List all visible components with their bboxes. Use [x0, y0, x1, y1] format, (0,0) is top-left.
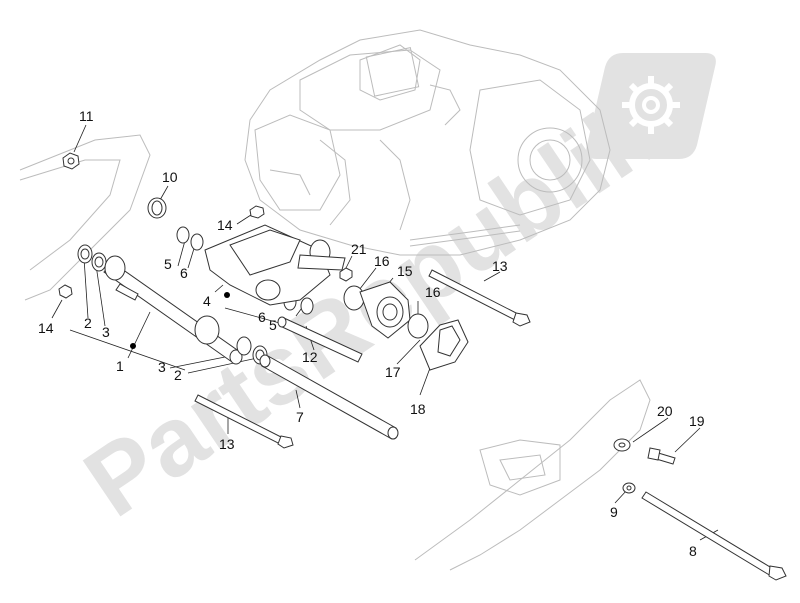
silent-block-part: [343, 281, 429, 339]
leader-lines: [51, 124, 719, 541]
callout-17: 17: [385, 364, 401, 380]
callout-16: 16: [425, 284, 441, 300]
gear-icon: [586, 53, 716, 159]
reference-dot: [130, 343, 136, 349]
callout-13: 13: [219, 436, 235, 452]
callout-18: 18: [410, 401, 426, 417]
callout-11: 11: [79, 108, 94, 124]
swingarm-tube: [103, 255, 243, 365]
callout-14: 14: [38, 320, 54, 336]
washer-part: [613, 438, 631, 452]
callout-2: 2: [174, 367, 182, 383]
yoke-bracket: [204, 224, 346, 306]
callout-3: 3: [102, 324, 110, 340]
engine-outline: [244, 29, 611, 256]
pin-part: [277, 316, 363, 363]
callout-1: 1: [116, 358, 124, 374]
callout-15: 15: [397, 263, 413, 279]
washer-part: [622, 482, 636, 494]
bearing-part: [77, 244, 107, 272]
bolt-part: [194, 394, 294, 449]
ring-part: [147, 197, 167, 219]
callout-6: 6: [180, 265, 188, 281]
callout-7: 7: [296, 409, 304, 425]
callout-14: 14: [217, 217, 233, 233]
pipe-part: [259, 354, 399, 440]
callout-5: 5: [269, 317, 277, 333]
guard-part: [419, 319, 469, 371]
callout-19: 19: [689, 413, 705, 429]
callout-6: 6: [258, 309, 266, 325]
callout-4: 4: [203, 293, 211, 309]
callout-2: 2: [84, 315, 92, 331]
nut-part: [62, 152, 80, 170]
callout-10: 10: [162, 169, 178, 185]
bolt-part: [428, 269, 531, 327]
nut-part: [58, 284, 73, 299]
callout-13: 13: [492, 258, 508, 274]
callout-9: 9: [610, 504, 618, 520]
swingarm-parts: [58, 152, 787, 581]
callout-labels: 11 10 14 14 2 3 1 3 2 5 6 4 6 5 21 16 15…: [38, 108, 705, 559]
callout-16: 16: [374, 253, 390, 269]
bolt-part: [647, 447, 676, 465]
axle-part: [641, 491, 787, 581]
reference-dot: [224, 292, 230, 298]
callout-21: 21: [351, 241, 367, 257]
callout-3: 3: [158, 359, 166, 375]
callout-8: 8: [689, 543, 697, 559]
callout-20: 20: [657, 403, 673, 419]
nut-part: [339, 267, 353, 282]
callout-12: 12: [302, 349, 318, 365]
nut-part: [249, 205, 265, 219]
callout-5: 5: [164, 256, 172, 272]
